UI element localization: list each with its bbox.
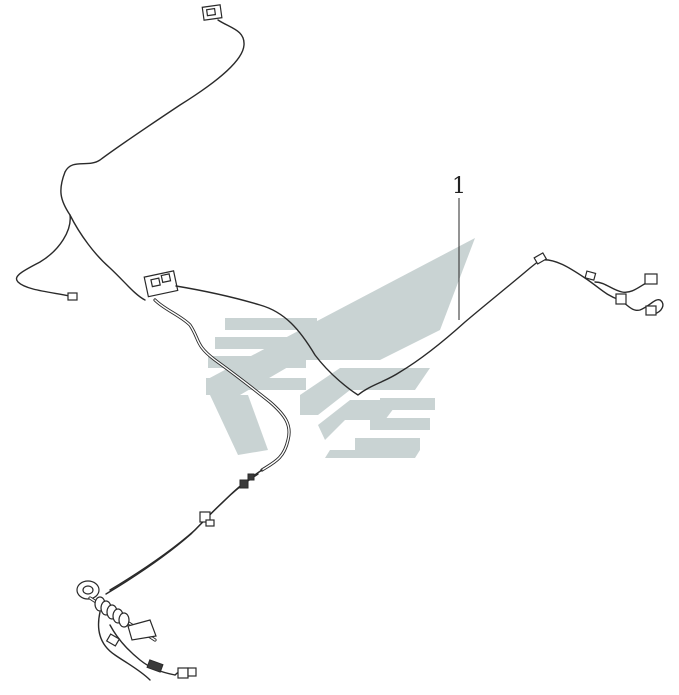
bottom-branch-a [109, 624, 176, 676]
central-junction-connector [143, 270, 179, 298]
bottom-grommet [76, 580, 100, 600]
bottom-coiled-sleeve [88, 596, 157, 642]
watermark-logo [206, 238, 475, 458]
lower-clip-2 [199, 511, 215, 527]
lower-clip-1 [239, 479, 249, 489]
far-right-wire [539, 259, 621, 301]
callout-1: 1 [452, 174, 466, 320]
left-loop-wire [15, 214, 71, 297]
far-right-clip-1 [533, 252, 548, 265]
far-right-branch-b [619, 299, 664, 315]
callout-1-label: 1 [452, 174, 466, 199]
lower-parallel-wire [105, 473, 259, 595]
top-connector [201, 4, 223, 21]
bottom-clip [105, 633, 121, 647]
bottom-connector-a [146, 659, 164, 673]
lower-clip-3 [247, 473, 255, 481]
left-small-connector [67, 292, 78, 301]
top-branch-wire [60, 19, 245, 301]
wiring-harness [15, 4, 664, 681]
far-right-connector-a [644, 273, 658, 285]
far-right-clip-2 [584, 270, 597, 281]
right-branch-wire [175, 259, 541, 396]
bottom-connector-b [177, 667, 197, 679]
far-right-connector-b [615, 293, 657, 316]
bottom-branch-b [97, 611, 151, 681]
far-right-branch-a [594, 281, 649, 294]
